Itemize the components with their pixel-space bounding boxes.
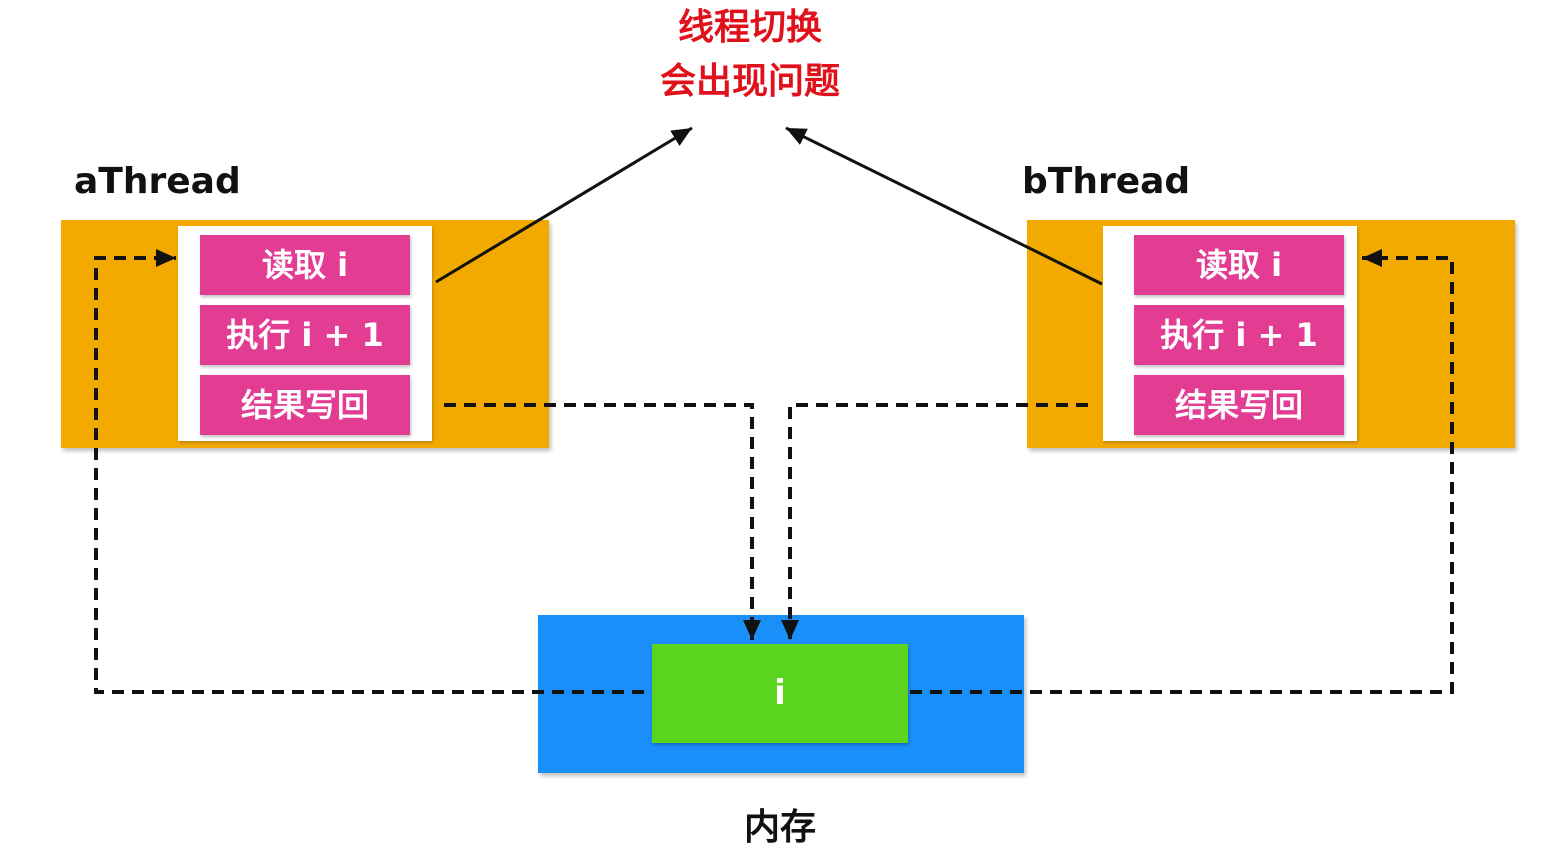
- thread-a-step-read: 读取 i: [200, 235, 410, 295]
- thread-a-step-execute: 执行 i + 1: [200, 305, 410, 365]
- dashed-memory-to-thread-b-read: [910, 249, 1454, 694]
- arrow-thread-b-to-title: [785, 126, 1103, 286]
- dashed-memory-to-thread-a-read: [94, 249, 644, 694]
- thread-b-step-execute: 执行 i + 1: [1134, 305, 1344, 365]
- dashed-thread-a-writeback-to-memory: [444, 403, 761, 640]
- diagram-title-line-2: 会出现问题: [659, 61, 840, 102]
- thread-a-label: aThread: [74, 161, 241, 202]
- thread-b-step-read: 读取 i: [1134, 235, 1344, 295]
- memory-variable-i: i: [652, 644, 908, 743]
- dashed-thread-b-writeback-to-memory: [781, 403, 1088, 640]
- thread-a-step-writeback: 结果写回: [200, 375, 410, 435]
- thread-b-label: bThread: [1022, 161, 1191, 202]
- arrow-thread-a-to-title: [435, 126, 693, 284]
- diagram-title-line-1: 线程切换: [677, 7, 822, 48]
- thread-b-step-writeback: 结果写回: [1134, 375, 1344, 435]
- memory-label: 内存: [743, 807, 816, 848]
